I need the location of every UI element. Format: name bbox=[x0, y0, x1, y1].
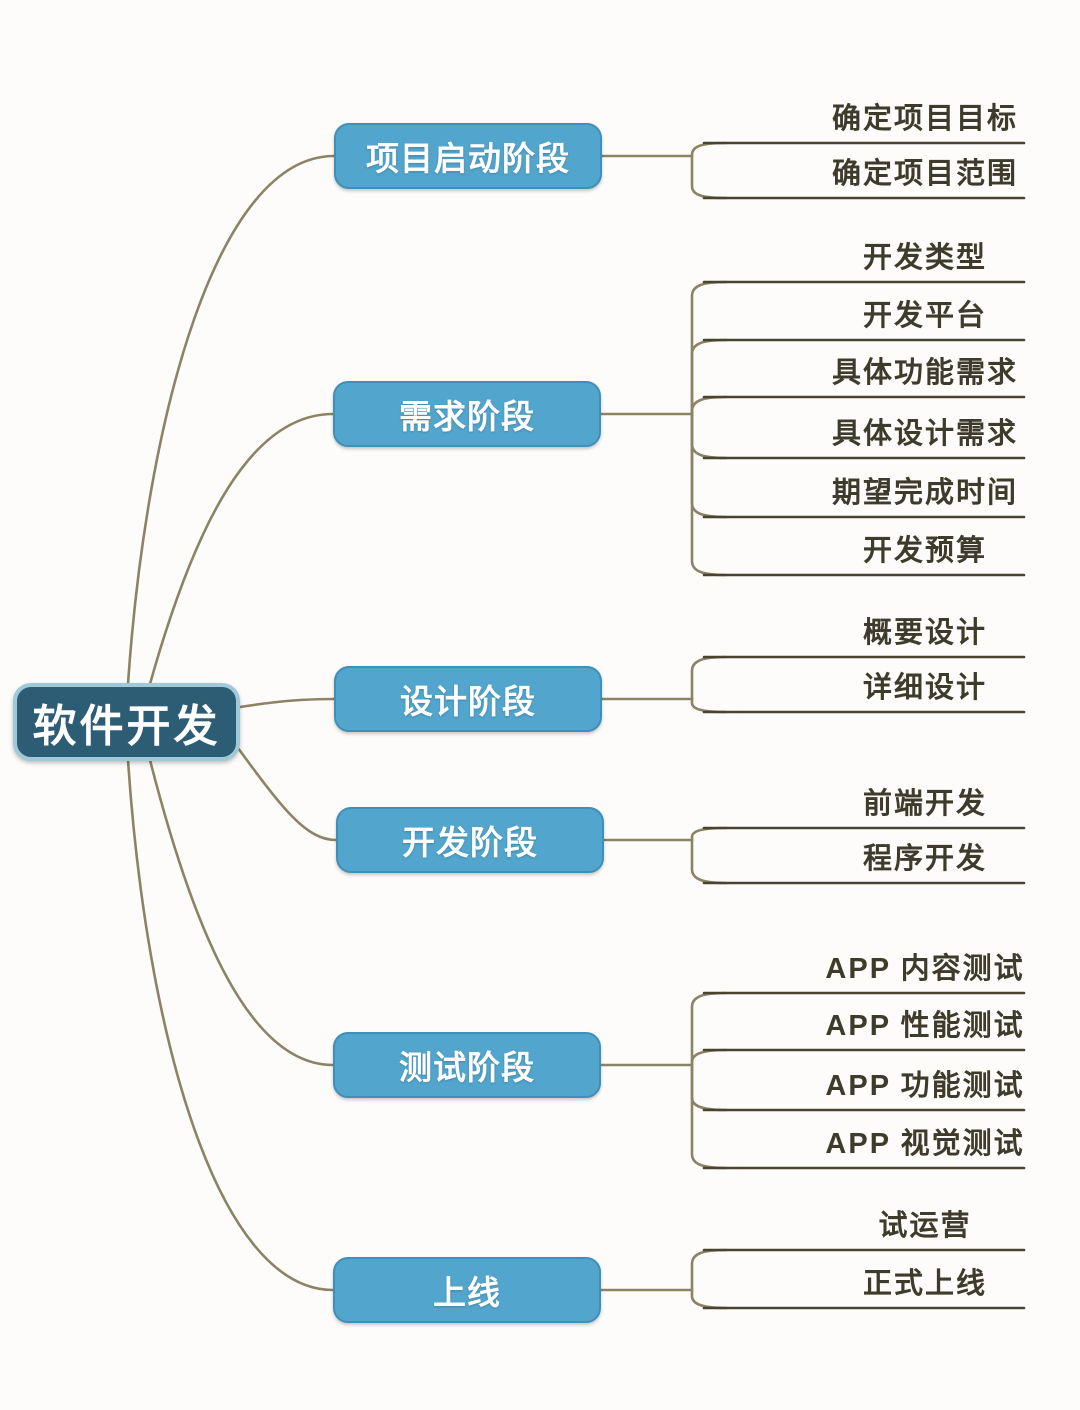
root-node-software-development[interactable]: 软件开发 bbox=[13, 683, 240, 761]
connector-branch-5-leaf-0 bbox=[690, 1248, 728, 1292]
connector-branch-5-leaf-1 bbox=[690, 1288, 728, 1310]
leaf-node-app-function-testing[interactable]: APP 功能测试 bbox=[825, 1070, 1025, 1102]
connector-branch-2-leaf-0 bbox=[690, 655, 728, 701]
leaf-node-app-visual-testing[interactable]: APP 视觉测试 bbox=[825, 1128, 1025, 1160]
leaf-node-app-content-testing[interactable]: APP 内容测试 bbox=[825, 953, 1025, 985]
connector-root-to-branch-1 bbox=[148, 412, 335, 686]
leaf-node-frontend-development[interactable]: 前端开发 bbox=[862, 788, 987, 820]
connector-branch-0-leaf-1 bbox=[690, 154, 728, 200]
branch-node-development[interactable]: 开发阶段 bbox=[336, 807, 604, 873]
connector-branch-1-leaf-0 bbox=[690, 280, 728, 416]
connector-branch-4-leaf-2 bbox=[690, 1063, 728, 1112]
connector-branch-4-leaf-3 bbox=[690, 1063, 728, 1170]
leaf-node-official-launch[interactable]: 正式上线 bbox=[862, 1268, 987, 1300]
leaf-node-development-platform[interactable]: 开发平台 bbox=[862, 300, 987, 332]
connector-branch-0-leaf-0 bbox=[690, 141, 728, 158]
leaf-node-development-budget[interactable]: 开发预算 bbox=[862, 535, 987, 567]
branch-node-project-initiation[interactable]: 项目启动阶段 bbox=[334, 123, 602, 189]
leaf-node-functional-requirements[interactable]: 具体功能需求 bbox=[831, 357, 1018, 389]
branch-node-testing[interactable]: 测试阶段 bbox=[333, 1032, 601, 1098]
connector-root-to-branch-3 bbox=[236, 746, 338, 842]
connector-branch-1-leaf-4 bbox=[690, 412, 728, 519]
leaf-node-app-performance-testing[interactable]: APP 性能测试 bbox=[825, 1010, 1025, 1042]
connector-root-to-branch-4 bbox=[148, 758, 335, 1067]
connector-root-to-branch-0 bbox=[126, 154, 336, 686]
connector-root-to-branch-2 bbox=[238, 697, 336, 709]
leaf-node-trial-operation[interactable]: 试运营 bbox=[878, 1210, 972, 1242]
leaf-node-program-development[interactable]: 程序开发 bbox=[862, 843, 987, 875]
leaf-node-define-project-goals[interactable]: 确定项目目标 bbox=[831, 103, 1018, 135]
leaf-node-expected-completion-time[interactable]: 期望完成时间 bbox=[831, 477, 1018, 509]
connector-root-to-branch-5 bbox=[126, 758, 335, 1292]
connector-branch-2-leaf-1 bbox=[690, 697, 728, 714]
leaf-node-detailed-design[interactable]: 详细设计 bbox=[862, 672, 987, 704]
connector-branch-1-leaf-2 bbox=[690, 395, 728, 416]
branch-node-design[interactable]: 设计阶段 bbox=[334, 666, 602, 732]
branch-node-requirements[interactable]: 需求阶段 bbox=[333, 381, 601, 447]
connector-branch-1-leaf-5 bbox=[690, 412, 728, 577]
branch-node-launch[interactable]: 上线 bbox=[333, 1257, 601, 1323]
leaf-node-development-type[interactable]: 开发类型 bbox=[862, 242, 987, 274]
connector-branch-3-leaf-1 bbox=[690, 838, 728, 885]
connector-branch-1-leaf-3 bbox=[690, 412, 728, 460]
leaf-node-design-requirements[interactable]: 具体设计需求 bbox=[831, 418, 1018, 450]
connector-branch-3-leaf-0 bbox=[690, 826, 728, 842]
leaf-node-outline-design[interactable]: 概要设计 bbox=[862, 617, 987, 649]
leaf-node-define-project-scope[interactable]: 确定项目范围 bbox=[831, 158, 1018, 190]
connector-branch-4-leaf-1 bbox=[690, 1048, 728, 1067]
